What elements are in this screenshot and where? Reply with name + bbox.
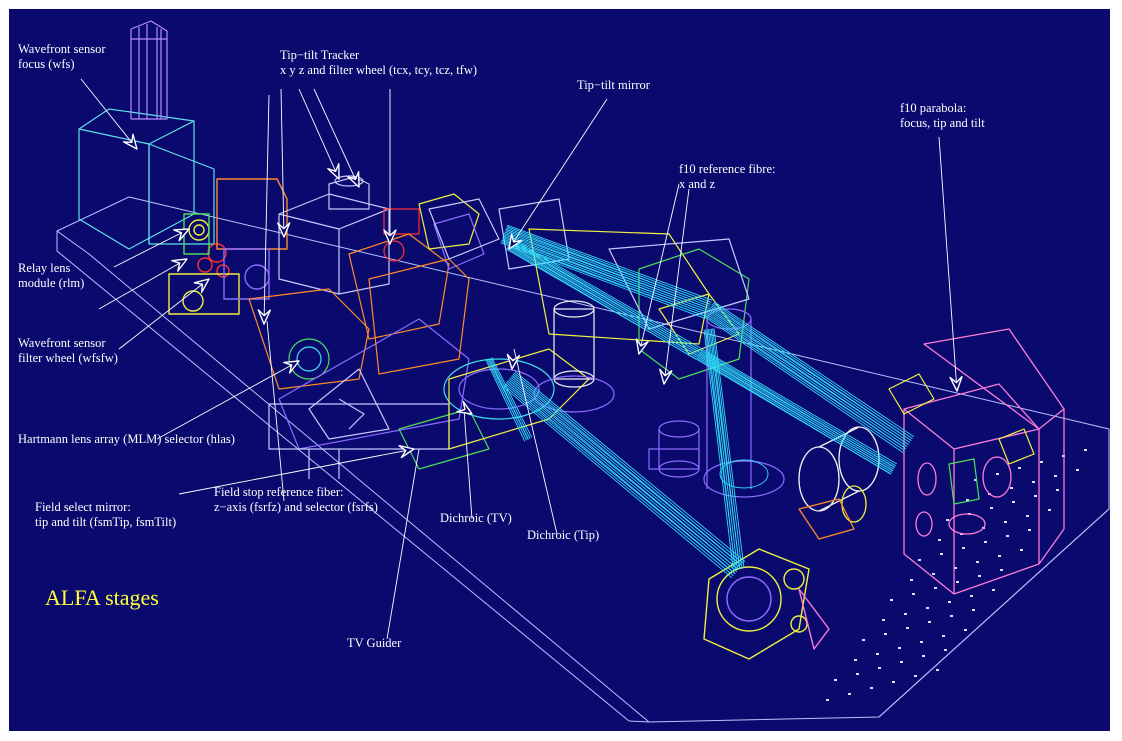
label-tv-guider: TV Guider: [347, 636, 401, 651]
label-wavefront-sensor-filter-wheel: Wavefront sensor filter wheel (wfsfw): [18, 336, 118, 366]
label-line: Relay lens: [18, 261, 71, 275]
arrowhead: [193, 278, 210, 294]
label-tip-tilt-mirror: Tip−tilt mirror: [577, 78, 650, 93]
label-hartmann-lens-array: Hartmann lens array (MLM) selector (hlas…: [18, 432, 235, 447]
label-line: focus, tip and tilt: [900, 116, 985, 130]
arrowhead: [949, 375, 963, 392]
label-line: filter wheel (wfsfw): [18, 351, 118, 365]
label-leader-lines: [80, 78, 958, 640]
arrowhead: [283, 360, 300, 374]
label-line: Hartmann lens array (MLM) selector (hlas…: [18, 432, 235, 446]
arrowhead: [506, 353, 521, 370]
label-dichroic-tip: Dichroic (Tip): [527, 528, 599, 543]
relay-lens-and-filter-wheel-parts: [168, 178, 288, 315]
arrowhead: [122, 133, 138, 150]
label-field-stop-reference-fiber: Field stop reference fiber: z−axis (fsrf…: [214, 485, 378, 515]
arrowhead: [383, 229, 397, 245]
bench-mounting-holes: [826, 449, 1087, 701]
arrowhead: [171, 258, 188, 272]
label-f10-reference-fibre: f10 reference fibre: x and z: [679, 162, 775, 192]
label-field-select-mirror: Field select mirror: tip and tilt (fsmTi…: [35, 500, 176, 530]
parabola-actuators: [888, 373, 1035, 505]
arrowhead: [257, 309, 272, 325]
label-line: Wavefront sensor: [18, 42, 106, 56]
label-line: z−axis (fsrfz) and selector (fsrfs): [214, 500, 378, 514]
label-line: Tip−tilt Tracker: [280, 48, 360, 62]
label-line: tip and tilt (fsmTip, fsmTilt): [35, 515, 177, 529]
f10-parabola-mount: [903, 328, 1065, 595]
label-line: Wavefront sensor: [18, 336, 106, 350]
label-line: Tip−tilt mirror: [577, 78, 650, 92]
diagram-canvas: ALFA stages Wavefront sensor focus (wfs)…: [9, 9, 1110, 731]
optical-light-beams: [485, 224, 915, 579]
support-posts: [648, 308, 785, 498]
label-line: Dichroic (TV): [440, 511, 512, 525]
label-relay-lens-module: Relay lens module (rlm): [18, 261, 84, 291]
diagram-title: ALFA stages: [45, 585, 159, 610]
label-line: f10 parabola:: [900, 101, 967, 115]
label-line: x y z and filter wheel (tcx, tcy, tcz, t…: [280, 63, 478, 77]
label-line: module (rlm): [18, 276, 85, 290]
wfs-support-column: [130, 20, 168, 120]
arrowhead: [347, 171, 360, 188]
label-line: Field stop reference fiber:: [214, 485, 344, 499]
arrowhead: [327, 163, 340, 180]
arrowhead: [456, 400, 473, 415]
label-line: Field select mirror:: [35, 500, 131, 514]
label-line: focus (wfs): [18, 57, 75, 71]
label-line: TV Guider: [347, 636, 402, 650]
arrowhead: [635, 338, 649, 355]
arrowhead: [173, 228, 190, 242]
label-wavefront-sensor-focus: Wavefront sensor focus (wfs): [18, 42, 106, 72]
label-line: x and z: [679, 177, 716, 191]
label-dichroic-tv: Dichroic (TV): [440, 511, 512, 526]
label-arrowheads: [122, 133, 963, 459]
camera-cylinder: [798, 426, 880, 540]
label-f10-parabola: f10 parabola: focus, tip and tilt: [900, 101, 985, 131]
arrowhead: [659, 368, 673, 385]
label-line: Dichroic (Tip): [527, 528, 600, 542]
arrowhead: [398, 445, 415, 459]
label-line: f10 reference fibre:: [679, 162, 776, 176]
optical-bench-plate: [56, 196, 1110, 723]
alfa-optical-bench-drawing: [56, 20, 1110, 723]
label-tip-tilt-tracker: Tip−tilt Tracker x y z and filter wheel …: [280, 48, 477, 78]
tv-guider-camera: [703, 548, 830, 660]
arrowhead: [277, 222, 291, 238]
arrowhead: [508, 233, 523, 250]
